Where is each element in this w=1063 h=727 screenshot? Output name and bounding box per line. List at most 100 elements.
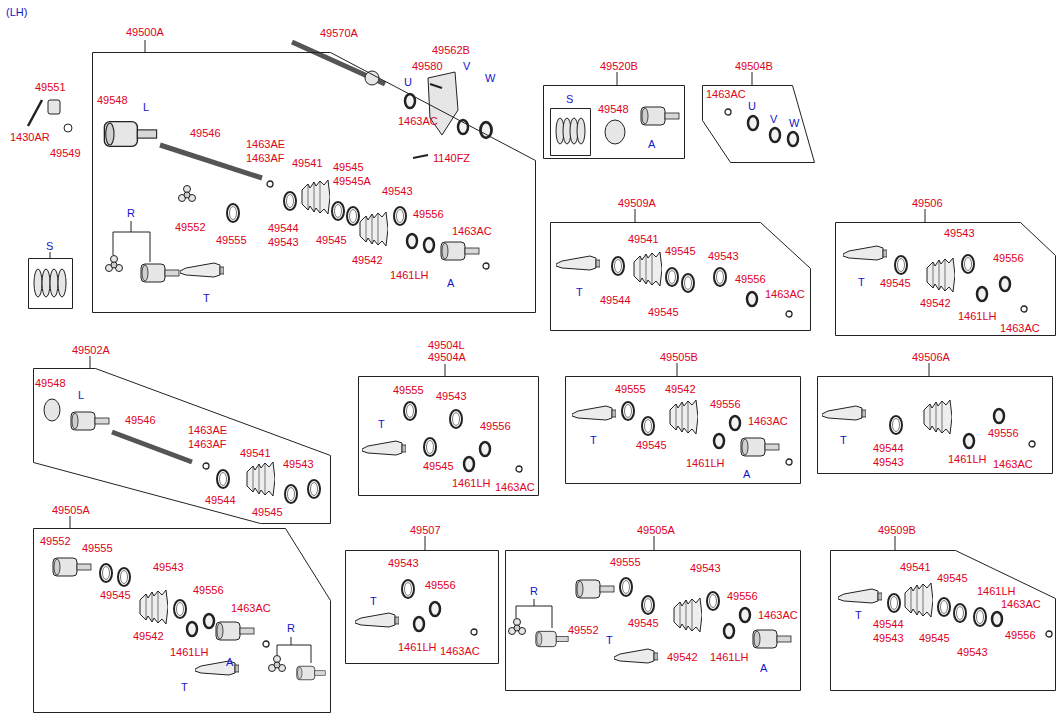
callout-number: 49543 [283,459,314,470]
part-drawing [50,269,58,297]
callout-number: 1463AC [452,226,492,237]
part-drawing [44,399,60,421]
part-drawing [424,238,434,252]
position-letter: T [203,293,210,304]
callout-number: 49545 [636,440,667,451]
part-drawing [516,606,552,607]
part-drawing [113,232,150,233]
callout-number: 1461LH [977,586,1016,597]
callout-number: 1463AC [765,289,805,300]
part-drawing [430,84,442,88]
callout-number: 1463AC [706,89,746,100]
part-drawing [724,624,734,638]
part-drawing [895,536,896,550]
part-drawing [292,42,385,84]
part-drawing [50,40,929,663]
callout-number: 49555 [615,384,646,395]
part-drawing [118,568,130,586]
part-drawing [890,416,902,434]
part-drawing [394,207,406,225]
callout-number: 49543 [873,633,904,644]
callout-number: 49556 [735,274,766,285]
callout-number: 49552 [175,222,206,233]
callout-number: 49545 [333,162,364,173]
position-letter: T [855,610,862,621]
part-drawing [714,268,726,286]
callout-number: 1463AC [758,610,798,621]
position-letter: T [378,419,385,430]
part-drawing [113,232,114,255]
callout-number: 49544 [873,619,904,630]
part-drawing [53,558,91,576]
part-drawing [752,72,753,85]
part-drawing [954,604,966,622]
panel-border [34,369,331,524]
part-drawing [888,594,900,612]
callout-number: 49541 [628,234,659,245]
panel-outline [28,258,72,308]
callout-number: 49555 [393,385,424,396]
panel-border [346,551,499,664]
callout-number: 49543 [944,228,975,239]
callout-number: 49552 [568,625,599,636]
part-drawing [925,209,926,222]
position-letter: R [127,208,135,219]
part-drawing [622,402,634,420]
part-drawing [770,128,780,142]
callout-number: 49544 [600,295,631,306]
panel-border [29,259,73,309]
part-drawing [748,116,758,130]
position-letter: T [590,435,597,446]
part-drawing [263,641,269,647]
callout-number: 49543 [957,647,988,658]
callout-number: 1463AF [188,439,227,450]
callout-number: 49548 [598,104,629,115]
callout-number: 1461LH [390,270,429,281]
callout-number: 1463AF [246,153,285,164]
group-heading: 49504A [428,352,466,363]
group-heading: S [566,94,573,105]
callout-number: 49542 [667,652,698,663]
part-drawing [534,599,535,606]
part-drawing [536,631,568,646]
part-drawing [1000,277,1010,291]
position-letter: V [770,114,777,125]
callout-number: 49545 [628,618,659,629]
part-drawing [740,608,750,622]
part-drawing [404,402,416,420]
callout-number: 49556 [1005,630,1036,641]
part-drawing [50,252,51,258]
part-drawing [480,122,491,138]
part-drawing [612,257,624,275]
part-drawing [48,100,60,114]
part-drawing [269,656,286,672]
callout-number: 49552 [40,536,71,547]
callout-number: 49545 [100,590,131,601]
part-drawing [666,268,678,286]
part-drawing [1021,306,1027,312]
part-drawing [516,466,522,472]
parts-group-panel: S [28,258,72,308]
position-letter: T [840,435,847,446]
callout-number: 49544 [268,223,299,234]
position-letter: V [463,61,470,72]
part-drawing [308,480,320,498]
callout-number: 1140FZ [433,153,470,164]
callout-number: 49542 [665,384,696,395]
callout-number: 49555 [216,235,247,246]
callout-number: 49545 [423,461,454,472]
callout-number: 49546 [190,128,221,139]
position-letter: T [181,682,188,693]
part-drawing [179,186,196,202]
position-letter: T [370,596,377,607]
part-drawing [927,258,955,292]
part-drawing [753,630,791,648]
part-drawing [227,204,239,222]
position-letter: L [143,102,149,113]
part-drawing [28,42,625,462]
group-heading: 49505A [52,505,90,516]
part-drawing [714,434,724,448]
callout-number: 1461LH [686,458,725,469]
part-drawing [450,410,462,428]
part-drawing [28,100,42,126]
